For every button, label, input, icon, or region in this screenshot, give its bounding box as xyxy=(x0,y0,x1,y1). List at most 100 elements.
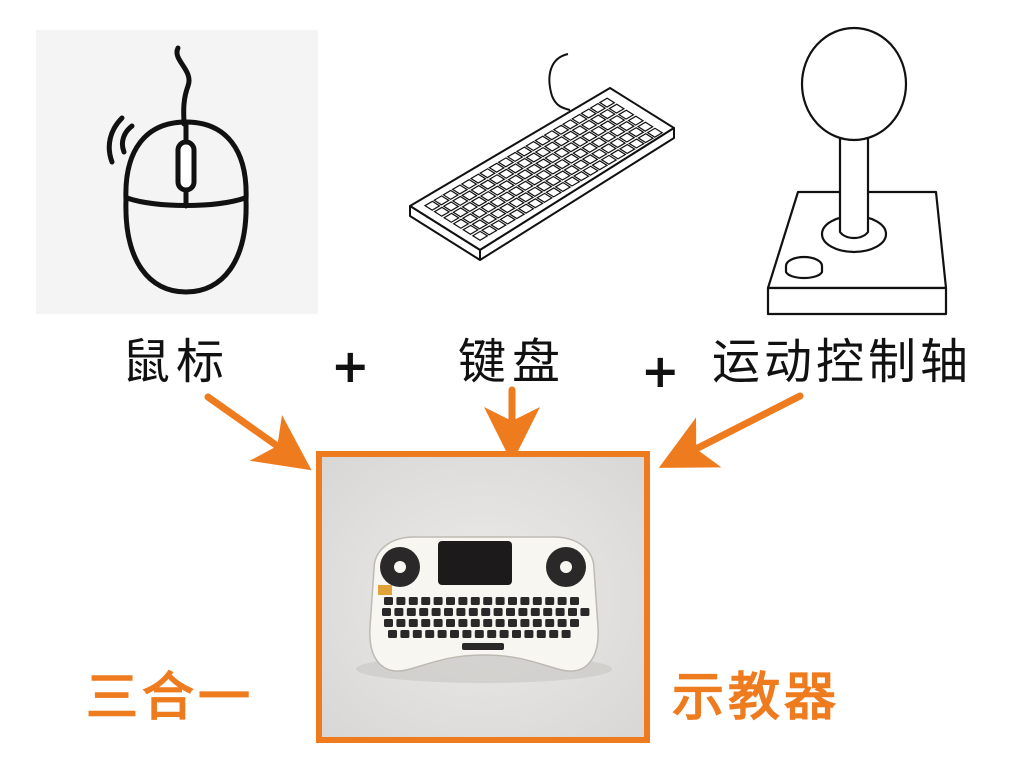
keyboard-key xyxy=(580,131,598,142)
keyboard-key xyxy=(433,195,450,206)
keyboard-key xyxy=(637,132,655,144)
keyboard-key xyxy=(526,198,544,209)
mini-keyboard-key xyxy=(446,597,455,605)
mini-keyboard-key xyxy=(506,608,515,616)
mini-keyboard-key xyxy=(481,608,491,616)
keyboard-key xyxy=(563,176,581,187)
keyboard-key xyxy=(471,230,489,241)
mini-keyboard-key xyxy=(557,619,567,627)
keyboard-key xyxy=(451,195,469,207)
keyboard-key xyxy=(618,120,635,132)
keyboard-illustration xyxy=(400,36,682,268)
keyboard-key xyxy=(534,146,552,158)
mini-keyboard-key xyxy=(468,608,478,616)
keyboard-key xyxy=(452,207,470,218)
keyboard-key xyxy=(508,208,526,220)
keyboard-key xyxy=(591,160,609,171)
mini-keyboard-key xyxy=(520,619,530,627)
keyboard-key xyxy=(452,218,470,229)
keyboard-key xyxy=(563,164,581,176)
keyboard-key xyxy=(554,181,572,193)
mini-keyboard-key xyxy=(470,597,480,605)
keyboard-key xyxy=(470,196,488,207)
keyboard-key xyxy=(608,103,626,114)
keyboard-key xyxy=(553,136,570,147)
mouse-illustration xyxy=(36,30,318,314)
keyboard-key xyxy=(580,119,598,131)
keyboard-key xyxy=(497,157,515,168)
mini-keyboard-key xyxy=(396,619,406,627)
mini-keyboard-key xyxy=(545,597,555,605)
mini-keyboard-key xyxy=(384,619,393,627)
mini-keyboard-key xyxy=(421,597,431,605)
keyboard-key xyxy=(562,153,580,164)
keyboard-key xyxy=(571,136,589,147)
keyboard-key xyxy=(525,163,543,175)
mini-keyboard-key xyxy=(580,608,590,616)
keyboard-key xyxy=(646,127,664,138)
keyboard-key xyxy=(461,213,479,224)
keyboard-key xyxy=(582,165,599,176)
keyboard-key xyxy=(461,190,478,201)
keyboard-key xyxy=(590,148,608,159)
mini-keyboard-key xyxy=(561,630,571,638)
keyboard-key xyxy=(498,180,516,191)
keyboard-key xyxy=(535,169,553,181)
mini-keyboard-key xyxy=(568,608,577,616)
keyboard-key xyxy=(590,125,608,137)
keyboard-key xyxy=(543,141,561,152)
mini-keyboard-key xyxy=(518,608,528,616)
mini-keyboard-key xyxy=(446,619,455,627)
keyboard-key xyxy=(543,130,561,141)
keyboard-key xyxy=(489,196,507,208)
keyboard-key xyxy=(488,185,506,196)
keyboard-key xyxy=(544,175,562,187)
mini-keyboard-key xyxy=(444,608,453,616)
arrow-from-mouse xyxy=(204,393,312,471)
keyboard-key xyxy=(599,120,617,131)
keyboard-key xyxy=(480,213,498,225)
keyboard-key xyxy=(490,219,507,231)
keyboard-key xyxy=(571,113,588,125)
mini-keyboard-key xyxy=(495,619,505,627)
mini-keyboard-key xyxy=(499,630,509,638)
keyboard-key xyxy=(599,108,616,120)
keyboard-key xyxy=(517,192,535,203)
keyboard-key xyxy=(609,149,627,160)
keyboard-key xyxy=(507,186,525,197)
keyboard-key xyxy=(461,201,479,213)
mini-keyboard-key xyxy=(425,630,435,638)
keyboard-key xyxy=(534,135,552,146)
mini-keyboard-key xyxy=(388,630,397,638)
keyboard-key xyxy=(498,202,516,214)
keyboard-key xyxy=(554,170,571,181)
keyboard-key xyxy=(618,143,636,155)
mini-keyboard-key xyxy=(532,619,542,627)
mini-keyboard-key xyxy=(508,597,517,605)
keyboard-key xyxy=(589,114,607,125)
keyboard-key xyxy=(562,142,580,153)
mini-keyboard-key xyxy=(493,608,503,616)
mini-keyboard-key xyxy=(406,608,416,616)
keyboard-key xyxy=(451,184,469,195)
keyboard-key xyxy=(544,152,562,164)
keyboard-key xyxy=(433,206,451,217)
mini-keyboard-key xyxy=(557,597,567,605)
mini-keyboard-key xyxy=(474,630,484,638)
keyboard-key xyxy=(480,202,497,213)
keyboard-key xyxy=(553,147,571,158)
keyboard-key xyxy=(589,102,607,114)
teach-pendant-device-photo xyxy=(316,451,650,743)
mini-keyboard-key xyxy=(458,597,468,605)
keyboard-key xyxy=(525,140,542,152)
mini-keyboard-key xyxy=(437,630,447,638)
mini-keyboard-key xyxy=(462,630,472,638)
keyboard-key xyxy=(442,212,460,223)
keyboard-key xyxy=(580,108,598,119)
keyboard-label: 键盘 xyxy=(458,334,567,390)
keyboard-key xyxy=(462,224,479,235)
keyboard-key xyxy=(534,158,552,169)
keyboard-key xyxy=(608,126,626,137)
keyboard-key xyxy=(489,208,507,219)
keyboard-key xyxy=(553,158,571,170)
